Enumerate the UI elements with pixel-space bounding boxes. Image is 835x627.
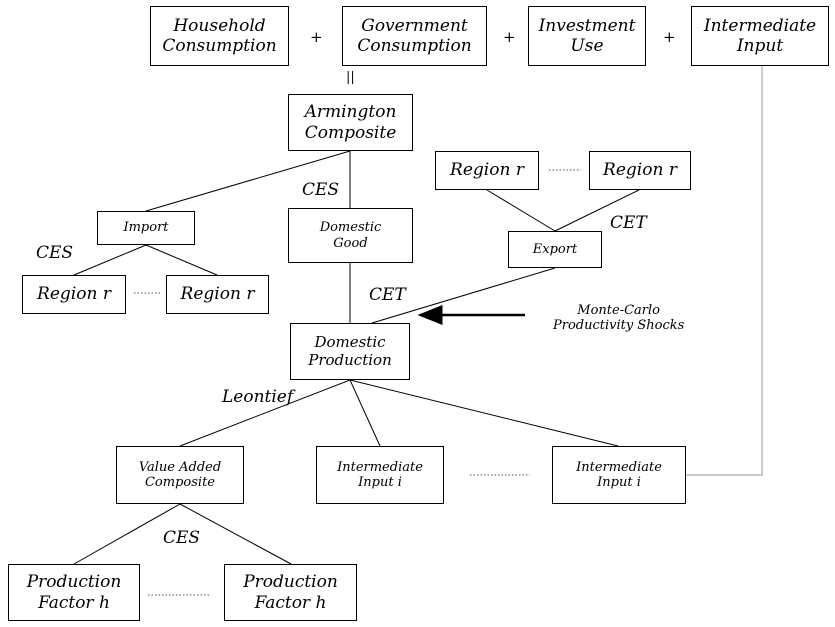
label-monte-carlo-shocks: Monte-Carlo Productivity Shocks	[553, 303, 685, 334]
node-domestic-good: Domestic Good	[288, 208, 413, 263]
link-export-region-left	[486, 189, 556, 232]
node-region-export-left: Region r	[435, 151, 539, 190]
link-export-production	[371, 267, 556, 324]
plus-sign-1: +	[310, 28, 323, 46]
node-import: Import	[97, 211, 195, 245]
node-household-consumption: Household Consumption	[150, 6, 289, 66]
node-region-export-right: Region r	[589, 151, 691, 190]
node-production-factor-2: Production Factor h	[224, 564, 357, 621]
link-armington-import	[145, 150, 351, 212]
link-intermediate-input-feedback	[686, 66, 763, 476]
node-domestic-production: Domestic Production	[290, 323, 410, 380]
node-government-consumption: Government Consumption	[342, 6, 487, 66]
node-export: Export	[508, 231, 602, 268]
node-investment-use: Investment Use	[528, 6, 646, 66]
node-intermediate-input-top: Intermediate Input	[691, 6, 829, 66]
link-export-region-right	[554, 189, 640, 232]
node-region-import-left: Region r	[22, 275, 126, 314]
node-intermediate-input-1: Intermediate Input i	[316, 446, 444, 504]
label-ces-import: CES	[36, 243, 74, 263]
label-cet-domestic: CET	[369, 285, 406, 305]
node-production-factor-1: Production Factor h	[8, 564, 140, 621]
node-intermediate-input-2: Intermediate Input i	[552, 446, 686, 504]
plus-sign-2: +	[503, 28, 516, 46]
link-production-value-added	[179, 379, 351, 447]
link-value-added-factor-1	[73, 503, 181, 565]
node-armington-composite: Armington Composite	[288, 94, 413, 151]
link-production-intermediate-2	[349, 379, 619, 447]
plus-sign-3: +	[663, 28, 676, 46]
label-cet-export: CET	[610, 213, 647, 233]
node-region-import-right: Region r	[166, 275, 269, 314]
node-value-added-composite: Value Added Composite	[116, 446, 244, 504]
equals-sign: ||	[346, 70, 355, 85]
label-ces-armington: CES	[302, 180, 340, 200]
link-value-added-factor-2	[179, 503, 292, 565]
link-import-region-right	[145, 244, 218, 276]
label-ces-value-added: CES	[163, 528, 201, 548]
label-leontief: Leontief	[222, 387, 294, 407]
link-production-intermediate-1	[349, 379, 381, 447]
link-import-region-left	[73, 244, 147, 276]
